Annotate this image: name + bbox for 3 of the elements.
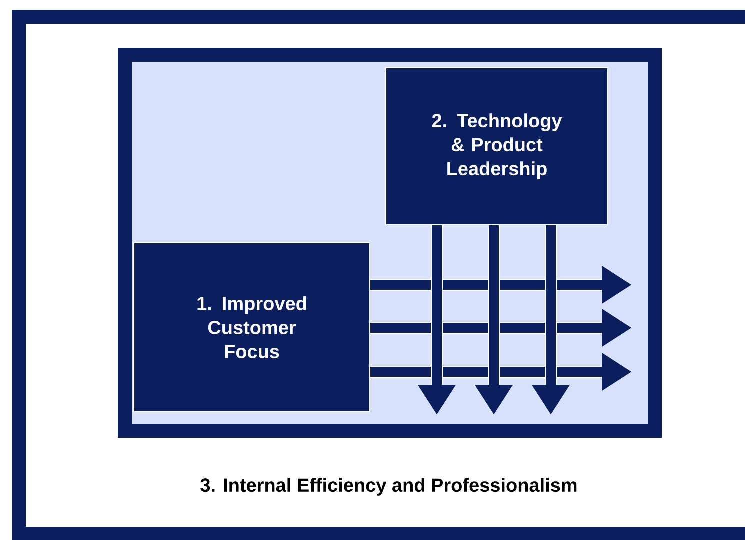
text-box: 2. Technology & Product Leadership [386,68,608,226]
text-box: 1. Improved Customer Focus [134,242,370,412]
heading: 3. Internal Efficiency and Professionalism [200,478,577,496]
